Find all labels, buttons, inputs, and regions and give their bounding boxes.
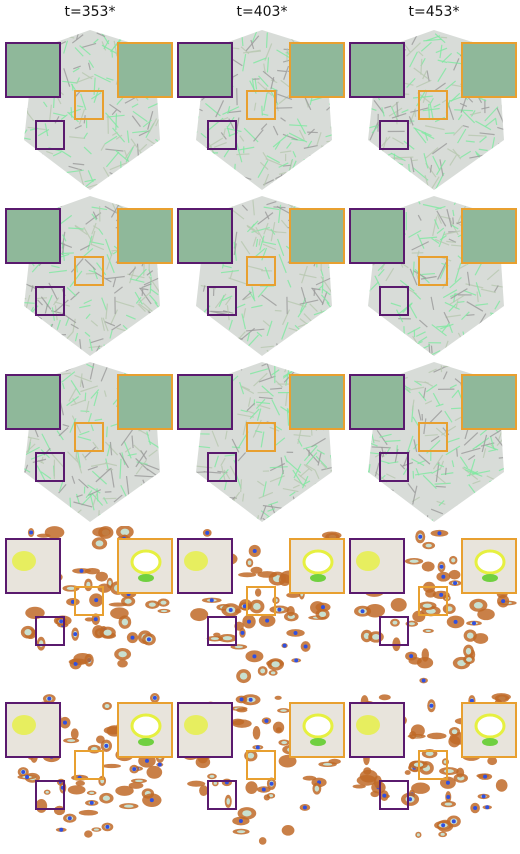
render-panel	[348, 30, 520, 194]
render-panel	[348, 526, 520, 690]
render-panel	[4, 30, 176, 194]
column-title-2: t=453*	[408, 4, 460, 20]
render-panel	[4, 526, 176, 690]
column-title-0: t=353*	[64, 4, 116, 20]
render-panel	[4, 196, 176, 360]
render-image	[349, 196, 517, 356]
render-panel	[4, 690, 176, 854]
column-title-1: t=403*	[236, 4, 288, 20]
render-panel	[176, 362, 348, 526]
render-image	[177, 196, 345, 356]
render-image	[5, 526, 173, 670]
render-image	[349, 693, 517, 838]
render-image	[349, 30, 517, 190]
render-image	[5, 30, 173, 190]
render-panel	[176, 690, 348, 854]
render-panel	[176, 526, 348, 690]
render-panel	[348, 196, 520, 360]
render-panel	[176, 196, 348, 360]
render-panel	[4, 362, 176, 526]
render-panel	[348, 362, 520, 526]
render-panel	[176, 30, 348, 194]
render-image	[5, 362, 173, 522]
render-panel	[348, 690, 520, 854]
render-image	[177, 30, 345, 190]
render-image	[349, 529, 517, 684]
render-image	[5, 196, 173, 356]
render-image	[349, 362, 517, 522]
render-image	[5, 693, 173, 838]
render-image	[177, 362, 345, 522]
render-image	[177, 694, 345, 845]
render-image	[177, 529, 345, 684]
